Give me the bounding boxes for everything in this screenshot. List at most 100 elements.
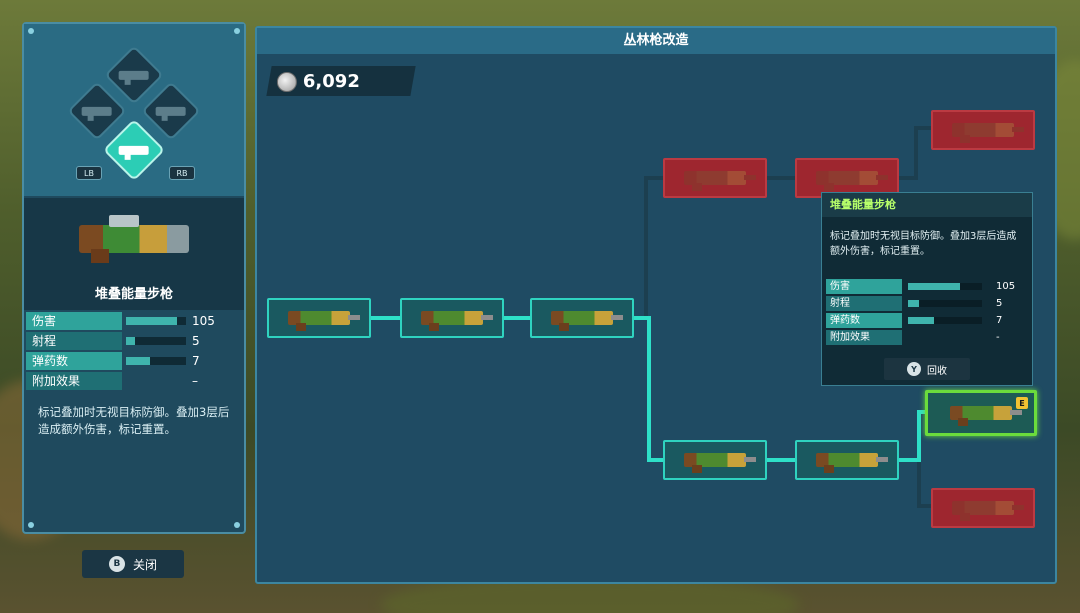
y-button-icon: Y	[907, 362, 921, 376]
tree-connector-locked	[766, 176, 796, 180]
tooltip-description: 标记叠加时无视目标防御。叠加3层后造成额外伤害，标记重置。	[830, 231, 1017, 257]
jungle-gun-icon	[421, 311, 493, 331]
stat-value: 105	[192, 314, 215, 328]
rb-bumper-hint[interactable]: RB	[169, 166, 195, 180]
stat-value: 5	[192, 334, 200, 348]
jungle-gun-icon	[288, 311, 360, 331]
tree-connector-locked	[914, 126, 918, 180]
upgrade-node-tier2[interactable]	[400, 298, 504, 338]
close-button-label: 关闭	[132, 557, 157, 572]
b-button-icon: B	[108, 556, 125, 572]
jungle-gun-icon	[551, 311, 623, 331]
weapon-name: 堆叠能量步枪	[24, 280, 244, 310]
blaster-icon	[119, 145, 149, 155]
silver-coin-icon	[277, 71, 297, 91]
stat-label: 射程	[826, 296, 902, 311]
corner-dot	[28, 522, 34, 528]
tree-connector-locked	[914, 126, 932, 130]
stat-bar-fill	[126, 317, 177, 325]
stat-value: 7	[996, 315, 1003, 326]
locked-gun-icon	[684, 171, 756, 191]
tree-connector-locked	[898, 176, 918, 180]
tooltip-stat-extra: 附加效果 -	[826, 330, 1030, 345]
upgrade-node-selected[interactable]: E	[925, 390, 1037, 436]
tree-connector	[917, 410, 927, 414]
tree-connector	[370, 316, 402, 320]
recycle-button[interactable]: Y 回收	[884, 358, 970, 380]
locked-gun-icon	[952, 123, 1024, 143]
weapon-preview	[24, 198, 244, 280]
currency-display: 6,092	[266, 66, 416, 96]
stat-label: 伤害	[26, 312, 122, 330]
tree-connector-locked	[644, 176, 648, 316]
stat-value: 5	[996, 298, 1003, 309]
stat-label: 伤害	[826, 279, 902, 294]
stat-label: 附加效果	[26, 372, 122, 390]
stat-label: 射程	[26, 332, 122, 350]
stat-bar-fill	[908, 317, 934, 324]
stat-bar	[126, 357, 186, 365]
locked-gun-icon	[816, 171, 888, 191]
stat-extra-effect: 附加效果 –	[26, 372, 242, 390]
corner-dot	[234, 522, 240, 528]
tree-connector	[634, 316, 650, 320]
stat-bar-fill	[908, 283, 960, 290]
stat-label: 弹药数	[26, 352, 122, 370]
stat-label: 附加效果	[826, 330, 902, 345]
energy-rifle-icon	[950, 406, 1022, 426]
recycle-button-label: 回收	[927, 365, 947, 377]
stat-label: 弹药数	[826, 313, 902, 328]
locked-gun-icon	[952, 501, 1024, 521]
stat-ammo: 弹药数 7	[26, 352, 242, 370]
currency-value: 6,092	[303, 70, 360, 92]
tree-connector	[898, 458, 920, 462]
tree-connector	[647, 458, 663, 462]
stat-damage: 伤害 105	[26, 312, 242, 330]
weapon-info-panel: LB RB 堆叠能量步枪 伤害 105 射程 5 弹药数 7 附加效果 – 标记…	[22, 22, 246, 534]
upgrade-node-tier1[interactable]	[267, 298, 371, 338]
tree-connector-locked	[644, 176, 664, 180]
stat-bar	[908, 283, 982, 290]
rifle-icon	[119, 70, 149, 80]
tooltip-stat-damage: 伤害 105	[826, 279, 1030, 294]
upgrade-node-tier4[interactable]	[663, 440, 767, 480]
tooltip-stat-range: 射程 5	[826, 296, 1030, 311]
tree-connector	[647, 316, 651, 462]
close-button[interactable]: B 关闭	[82, 550, 184, 578]
stat-value: 105	[996, 281, 1016, 292]
tree-connector	[917, 410, 921, 462]
weapon-tooltip: 堆叠能量步枪 标记叠加时无视目标防御。叠加3层后造成额外伤害，标记重置。 伤害 …	[821, 192, 1033, 386]
stat-bar-fill	[908, 300, 920, 307]
stat-bar	[126, 337, 186, 345]
upgrade-node-locked[interactable]	[931, 488, 1035, 528]
stat-bar-fill	[126, 337, 135, 345]
upgrade-node-tier5[interactable]	[795, 440, 899, 480]
page-title: 丛林枪改造	[257, 28, 1055, 54]
tree-connector-locked	[917, 504, 931, 508]
stat-value: –	[192, 374, 198, 388]
lb-bumper-hint[interactable]: LB	[76, 166, 102, 180]
upgrade-node-tier3[interactable]	[530, 298, 634, 338]
tooltip-stat-ammo: 弹药数 7	[826, 313, 1030, 328]
stat-range: 射程 5	[26, 332, 242, 350]
energy-rifle-icon	[79, 215, 189, 263]
stat-value: 7	[192, 354, 200, 368]
equipped-badge: E	[1016, 397, 1028, 409]
stat-bar	[908, 317, 982, 324]
corner-dot	[234, 28, 240, 34]
corner-dot	[28, 28, 34, 34]
upgrade-node-locked[interactable]	[931, 110, 1035, 150]
upgrade-node-locked[interactable]	[663, 158, 767, 198]
stat-bar-fill	[126, 357, 150, 365]
stat-bar	[908, 300, 982, 307]
jungle-gun-icon	[684, 453, 756, 473]
tooltip-title: 堆叠能量步枪	[822, 193, 1032, 217]
jungle-gun-icon	[816, 453, 888, 473]
tree-connector	[766, 458, 796, 462]
launcher-icon	[82, 106, 112, 116]
tree-connector	[503, 316, 531, 320]
weapon-description: 标记叠加时无视目标防御。叠加3层后造成额外伤害，标记重置。	[38, 405, 230, 436]
stat-value: -	[996, 332, 1000, 343]
stat-bar	[126, 317, 186, 325]
tree-connector-locked	[917, 462, 921, 508]
